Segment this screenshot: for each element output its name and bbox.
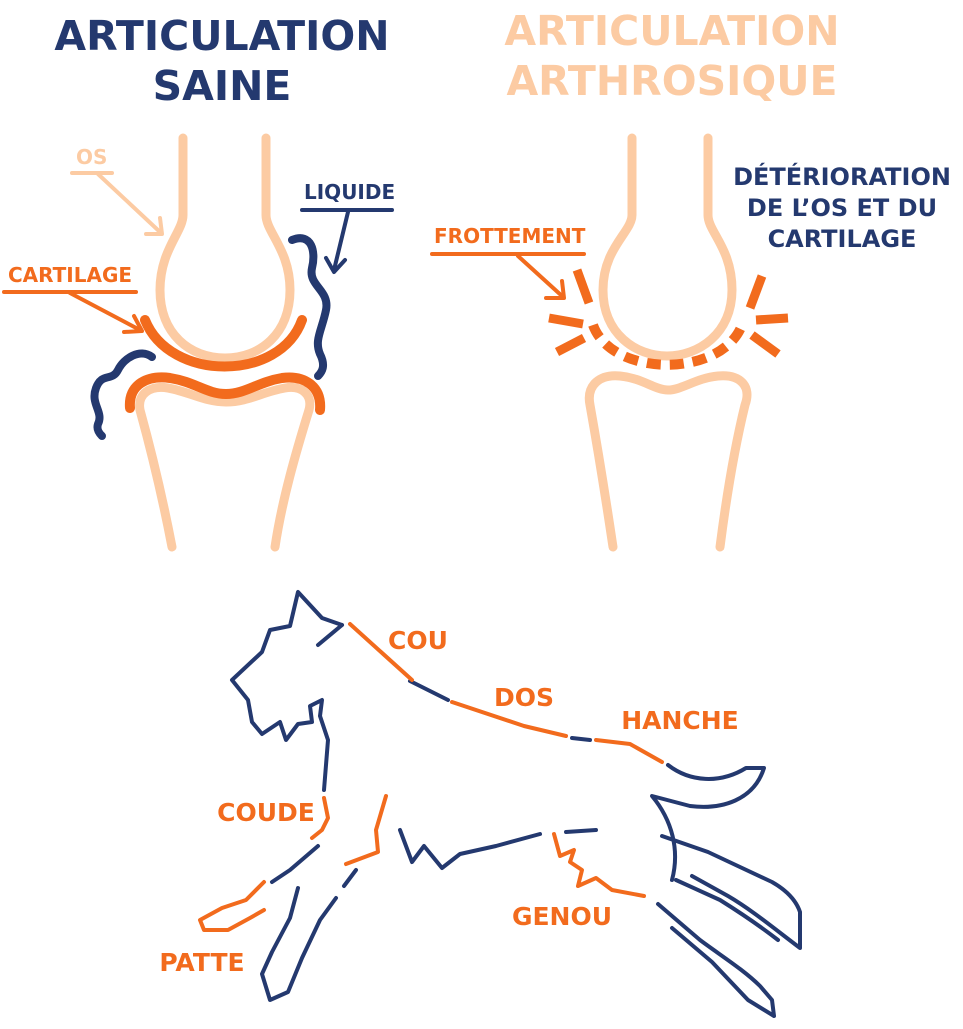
dog-front-leg-lower (260, 886, 338, 1002)
dog-outline-navy (230, 590, 802, 1018)
healthy-cartilage-arrow (68, 291, 142, 332)
healthy-fluid-left (90, 349, 156, 440)
arthritic-label-damage-line3: CARTILAGE (768, 225, 917, 253)
dog-label-back: DOS (494, 683, 554, 712)
dog-belly-tail (564, 828, 598, 834)
arthritic-upper-bone (598, 133, 737, 361)
friction-mark-left-bottom (554, 334, 587, 356)
healthy-cartilage-arrowhead (122, 314, 144, 334)
dog-paw-segment (198, 880, 266, 932)
dog-label-paw: PATTE (159, 948, 244, 977)
dog-label-knee: GENOU (512, 902, 612, 931)
dog-back-mid (570, 736, 592, 742)
healthy-upper-cartilage (140, 315, 307, 372)
arthritic-title-line1: ARTICULATION (504, 7, 839, 55)
healthy-joint: OS LIQUIDE CARTILAGE (2, 133, 395, 552)
dog-rear-leg-inner (674, 878, 780, 942)
arthritic-label-damage-line2: DE L’OS ET DU (747, 194, 937, 222)
dog-illustration: COU DOS HANCHE COUDE PATTE GENOU (159, 590, 802, 1018)
dog-neck-segment (348, 622, 414, 682)
arthritic-friction-arrowhead (544, 279, 566, 300)
dog-knee-segment (552, 832, 646, 898)
healthy-label-bone: OS (76, 145, 107, 169)
friction-mark-left-top (572, 268, 594, 305)
healthy-lower-cartilage (124, 372, 326, 415)
healthy-upper-bone (155, 133, 295, 363)
healthy-label-cartilage: CARTILAGE (8, 263, 132, 287)
friction-mark-right-top (745, 274, 767, 310)
friction-mark-right-bottom (749, 331, 781, 358)
dog-label-hip: HANCHE (621, 706, 739, 735)
dog-elbow-segment (310, 796, 330, 840)
friction-mark-right-mid (755, 313, 789, 325)
dog-back-segment (450, 700, 568, 738)
arthritic-label-damage-line1: DÉTÉRIORATION (733, 162, 951, 191)
healthy-label-fluid: LIQUIDE (304, 180, 395, 204)
healthy-title-line1: ARTICULATION (54, 12, 389, 60)
dog-tail (650, 763, 766, 882)
healthy-fluid-right (288, 234, 331, 380)
dog-head (230, 590, 344, 792)
healthy-fluid-arrowhead (324, 256, 347, 274)
dog-shoulder-segment (344, 794, 388, 866)
dog-label-neck: COU (388, 626, 448, 655)
healthy-fluid-arrow (332, 210, 350, 272)
arthritic-lower-bone (584, 371, 752, 552)
dog-rear-leg-front (656, 902, 776, 1018)
dog-neck-mid (408, 679, 450, 702)
dog-outline-orange (198, 622, 664, 932)
friction-mark-left-mid (548, 313, 584, 329)
arthritic-friction-arrow (516, 254, 564, 298)
healthy-title-line2: SAINE (153, 62, 292, 110)
arthritic-title-line2: ARTHROSIQUE (506, 57, 837, 105)
dog-neck-top-left (316, 623, 344, 647)
arthritic-joint: FROTTEMENT DÉTÉRIORATION DE L’OS ET DU C… (430, 133, 951, 552)
dog-label-elbow: COUDE (217, 798, 315, 827)
dog-hip-segment (594, 738, 664, 764)
dog-belly (398, 828, 542, 870)
dog-front-leg-upper (342, 868, 358, 888)
dog-rear-leg-back (660, 834, 802, 950)
arthritic-label-friction: FROTTEMENT (434, 224, 586, 248)
healthy-bone-arrowhead (144, 216, 164, 236)
friction-marks (548, 268, 789, 358)
dog-chest (270, 844, 320, 884)
healthy-lower-bone (135, 382, 315, 552)
healthy-bone-arrow (96, 172, 162, 234)
